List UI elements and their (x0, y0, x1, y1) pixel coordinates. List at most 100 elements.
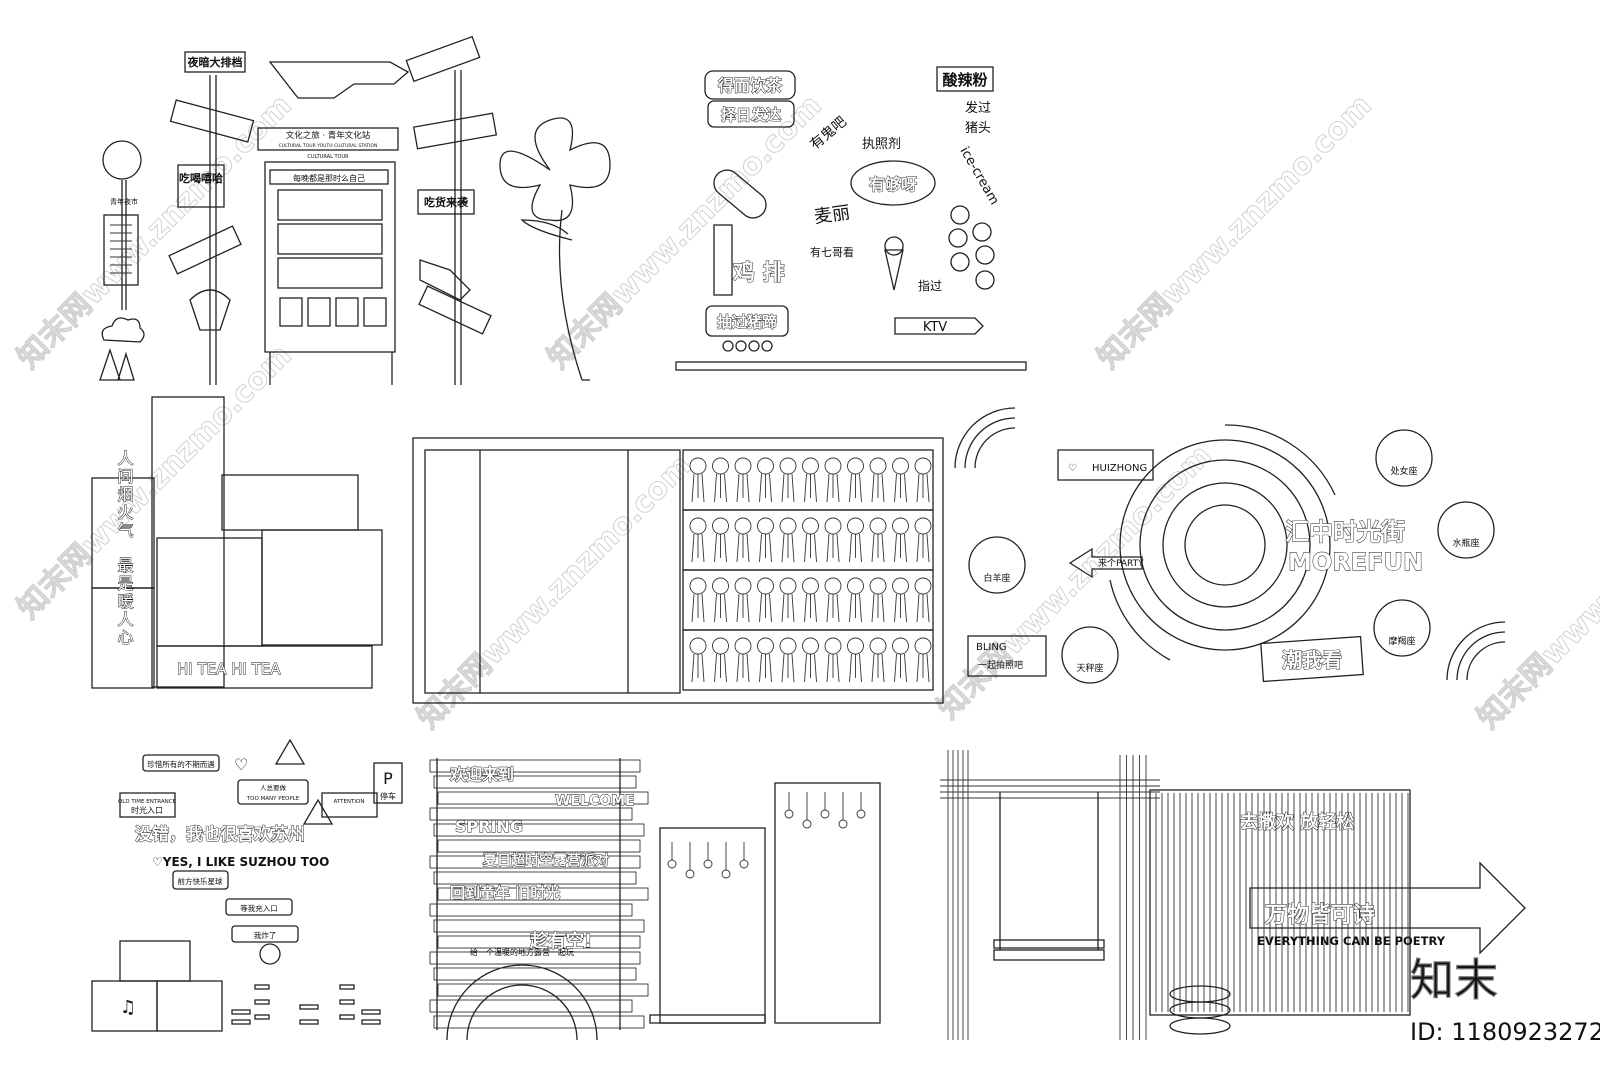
ornament-ring (734, 457, 752, 475)
sticker-text: 抽过猪蹄 (717, 313, 777, 331)
ornament-string (781, 593, 785, 623)
ornament-string (881, 653, 885, 683)
bulb (838, 819, 848, 829)
plank-text: 欢迎来到 (449, 765, 514, 784)
ornament-string (814, 533, 817, 563)
heart-icon: ♡ (1068, 463, 1077, 474)
ornament-string (814, 653, 817, 683)
ornament-ring (847, 637, 864, 655)
plank (437, 935, 641, 949)
sticker-text: 酸辣粉 (942, 71, 987, 89)
ornament-string (736, 533, 740, 563)
sticker-text: 前方快乐星球 (178, 876, 223, 886)
ornament-ring (802, 637, 819, 655)
ornament-string (926, 473, 930, 503)
ornament-string (691, 473, 695, 503)
ornament-string (781, 473, 785, 503)
ornament-ring (824, 517, 842, 535)
ornament-ring (779, 577, 797, 595)
right-sign-text: 吃货来袭 (424, 195, 469, 209)
ornament-string (714, 533, 717, 563)
ornament-string (881, 533, 885, 563)
ornament-ring (847, 517, 864, 535)
panel-street-arch: 青年夜市 夜暗大排档 吃喝嘻哈 吃货来袭 文化之旅 · 青年文化站 CULTUR… (99, 35, 498, 385)
zodiac-label: 水瓶座 (1452, 537, 1479, 549)
ornament-string (849, 473, 852, 503)
ornament-ring (824, 457, 842, 475)
ornament-ring (847, 457, 864, 475)
watermark-layer: 知末网www.znzmo.com 知末网www.znzmo.com 知末网www… (10, 87, 1600, 736)
ornament-string (894, 533, 897, 563)
ornament-string (859, 593, 862, 623)
suzhou-sub: ♡YES, I LIKE SUZHOU TOO (152, 855, 329, 869)
zodiac-label: 白羊座 (983, 572, 1010, 584)
sticker-text: TOO MANY PEOPLE (246, 796, 300, 802)
plank-text: WELCOME (555, 793, 635, 809)
sign-top-box (184, 51, 246, 73)
ornament-string (904, 653, 907, 683)
ornament-string (701, 653, 705, 683)
ornament-ring (757, 457, 774, 475)
sticker-text: 我炸了 (254, 930, 277, 940)
sticker-text: 得而饮茶 (717, 76, 783, 95)
plank (433, 1015, 645, 1029)
poetry-main: 万物皆可诗 (1264, 902, 1375, 928)
sticker-text: 有七哥看 (810, 245, 854, 259)
left-sign-box (177, 164, 225, 208)
huizhong-badge: HUIZHONG (1092, 463, 1147, 474)
arrow-board (1249, 861, 1526, 955)
ornament-string (769, 533, 772, 563)
sticker-text: 发过 (965, 100, 991, 116)
arrow-banner (268, 61, 410, 99)
ornament-string (791, 653, 795, 683)
vertical-line-2: 最是暖人心 (115, 557, 134, 647)
ornament-string (701, 533, 705, 563)
ornament-string (871, 473, 875, 503)
ornament-ring (824, 637, 842, 655)
plank-text: 回到童年 旧时光 (450, 884, 560, 902)
ornament-string (691, 593, 695, 623)
sticker-text: 有够呀 (869, 175, 917, 194)
light-bulbs (667, 792, 866, 879)
ornament-string (849, 653, 852, 683)
heart-icon: ♡ (234, 755, 248, 774)
parking-sign: P (383, 769, 393, 788)
equalizer-bars (231, 984, 381, 1025)
sticker-text: KTV (923, 320, 947, 335)
ornament-ring (914, 517, 932, 535)
parking-label: 停车 (380, 791, 396, 801)
sticker-text: OLD TIME ENTRANCE (118, 799, 177, 805)
ornament-ring (892, 517, 909, 535)
ornament-string (736, 593, 740, 623)
ornament-string (826, 593, 830, 623)
bulb (721, 869, 731, 879)
kiosk-subtitle-2: CULTURAL TOUR (307, 154, 349, 160)
ornament-string (746, 653, 750, 683)
bulb (685, 869, 695, 879)
panel-sticker-wall: 得而饮茶 择日发达 酸辣粉 发过 猪头 ice-cream 执照剂 有够呀 麦丽… (675, 66, 1027, 371)
ornament-ring (757, 577, 774, 595)
ornament-string (769, 473, 772, 503)
wood-posts (940, 750, 1160, 1040)
kiosk-title: 文化之旅 · 青年文化站 (286, 130, 371, 141)
ornament-string (791, 593, 795, 623)
sticker-text: 鸡 排 (732, 260, 785, 286)
ornament-string (916, 593, 920, 623)
ornament-ring (689, 577, 707, 595)
watermark-text: 知末网www.znzmo.com (1091, 88, 1379, 376)
sticker-text: 执照剂 (862, 137, 901, 152)
panel-swing-poetry: 去撒欢 放轻松 万物皆可诗 EVERYTHING CAN BE POETRY (940, 750, 1526, 1040)
zodiac-label: 摩羯座 (1388, 635, 1415, 647)
ornament-string (859, 473, 862, 503)
ornament-ring (779, 637, 797, 655)
ornament-ring (892, 457, 909, 475)
ornament-string (871, 533, 875, 563)
ornament-string (701, 473, 705, 503)
panel-morefun: ♡ HUIZHONG 汇中时光街 MOREFUN 来个PARTY BLING 一… (954, 407, 1506, 684)
bulb (739, 859, 749, 869)
plank (433, 823, 645, 837)
ornament-ring (734, 637, 752, 655)
ornament-string (724, 473, 727, 503)
ornament-string (836, 593, 840, 623)
ornament-string (894, 653, 897, 683)
